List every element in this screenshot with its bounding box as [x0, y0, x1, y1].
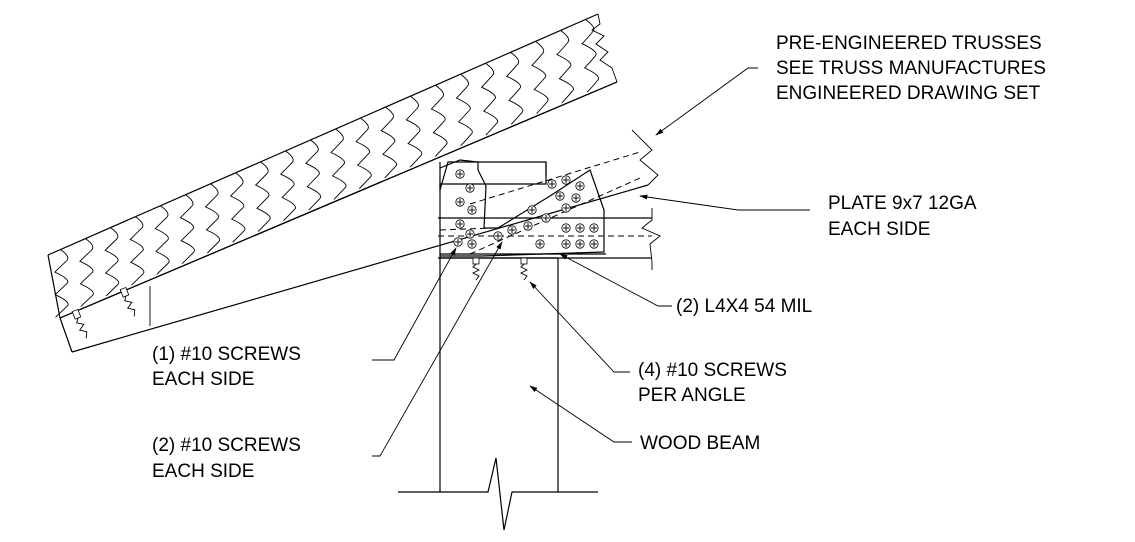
- hatch-stroke: [330, 128, 347, 200]
- hatch-stroke: [355, 117, 372, 189]
- callout-screws-angle: (4) #10 SCREWS PER ANGLE: [638, 360, 787, 406]
- roof-assembly: [47, 13, 618, 319]
- hatch-stroke: [505, 51, 524, 125]
- callout-trusses-line-2: SEE TRUSS MANUFACTURES: [776, 58, 1046, 79]
- callout-angle: (2) L4X4 54 MIL: [676, 296, 812, 317]
- hatch-stroke: [556, 30, 574, 104]
- callout-screws-one: (1) #10 SCREWS EACH SIDE: [152, 344, 301, 390]
- callout-plate-line-2: EACH SIDE: [828, 219, 930, 240]
- leader-lines: [372, 67, 810, 457]
- callout-trusses-line-1: PRE-ENGINEERED TRUSSES: [776, 33, 1042, 54]
- wood-beam: [398, 257, 598, 531]
- hatch-stroke: [455, 73, 473, 147]
- hatch-stroke: [54, 249, 69, 318]
- callout-plate-line-1: PLATE 9x7 12GA: [828, 193, 977, 214]
- callout-screws-one-line-1: (1) #10 SCREWS: [152, 344, 301, 365]
- hatch-stroke: [305, 139, 322, 211]
- hatch-stroke: [204, 183, 221, 254]
- hatch-stroke: [179, 194, 195, 265]
- hatch-stroke: [380, 106, 397, 179]
- hatch-stroke: [129, 216, 145, 286]
- hatch-stroke: [480, 62, 499, 136]
- plate-screws: [453, 169, 599, 249]
- callout-screws-angle-line-1: (4) #10 SCREWS: [638, 360, 787, 381]
- callout-screws-angle-line-2: PER ANGLE: [638, 385, 746, 406]
- fascia-screws: [71, 286, 136, 339]
- hatch-stroke: [280, 150, 296, 222]
- hatch-stroke: [254, 161, 271, 232]
- callout-screws-two: (2) #10 SCREWS EACH SIDE: [152, 435, 301, 482]
- hatch-stroke: [430, 84, 448, 157]
- callout-angle-line-1: (2) L4X4 54 MIL: [676, 296, 812, 317]
- hatch-stroke: [581, 19, 600, 93]
- callout-beam: WOOD BEAM: [640, 433, 760, 454]
- angle-screws: [471, 257, 529, 281]
- callout-trusses: PRE-ENGINEERED TRUSSES SEE TRUSS MANUFAC…: [776, 33, 1046, 104]
- hatch-stroke: [229, 172, 246, 243]
- hatch-stroke: [154, 205, 170, 275]
- truss-top-chord: [59, 81, 659, 353]
- insulation-hatch: [54, 19, 600, 318]
- hatch-stroke: [405, 95, 423, 168]
- hatch-stroke: [79, 238, 94, 307]
- hatch-stroke: [104, 227, 120, 297]
- callout-trusses-line-3: ENGINEERED DRAWING SET: [776, 83, 1041, 104]
- hatch-stroke: [531, 41, 549, 114]
- callout-screws-two-line-2: EACH SIDE: [152, 461, 254, 482]
- callout-screws-two-line-1: (2) #10 SCREWS: [152, 435, 301, 456]
- callout-beam-line-1: WOOD BEAM: [640, 433, 760, 454]
- callout-screws-one-line-2: EACH SIDE: [152, 369, 254, 390]
- callout-plate: PLATE 9x7 12GA EACH SIDE: [828, 193, 977, 240]
